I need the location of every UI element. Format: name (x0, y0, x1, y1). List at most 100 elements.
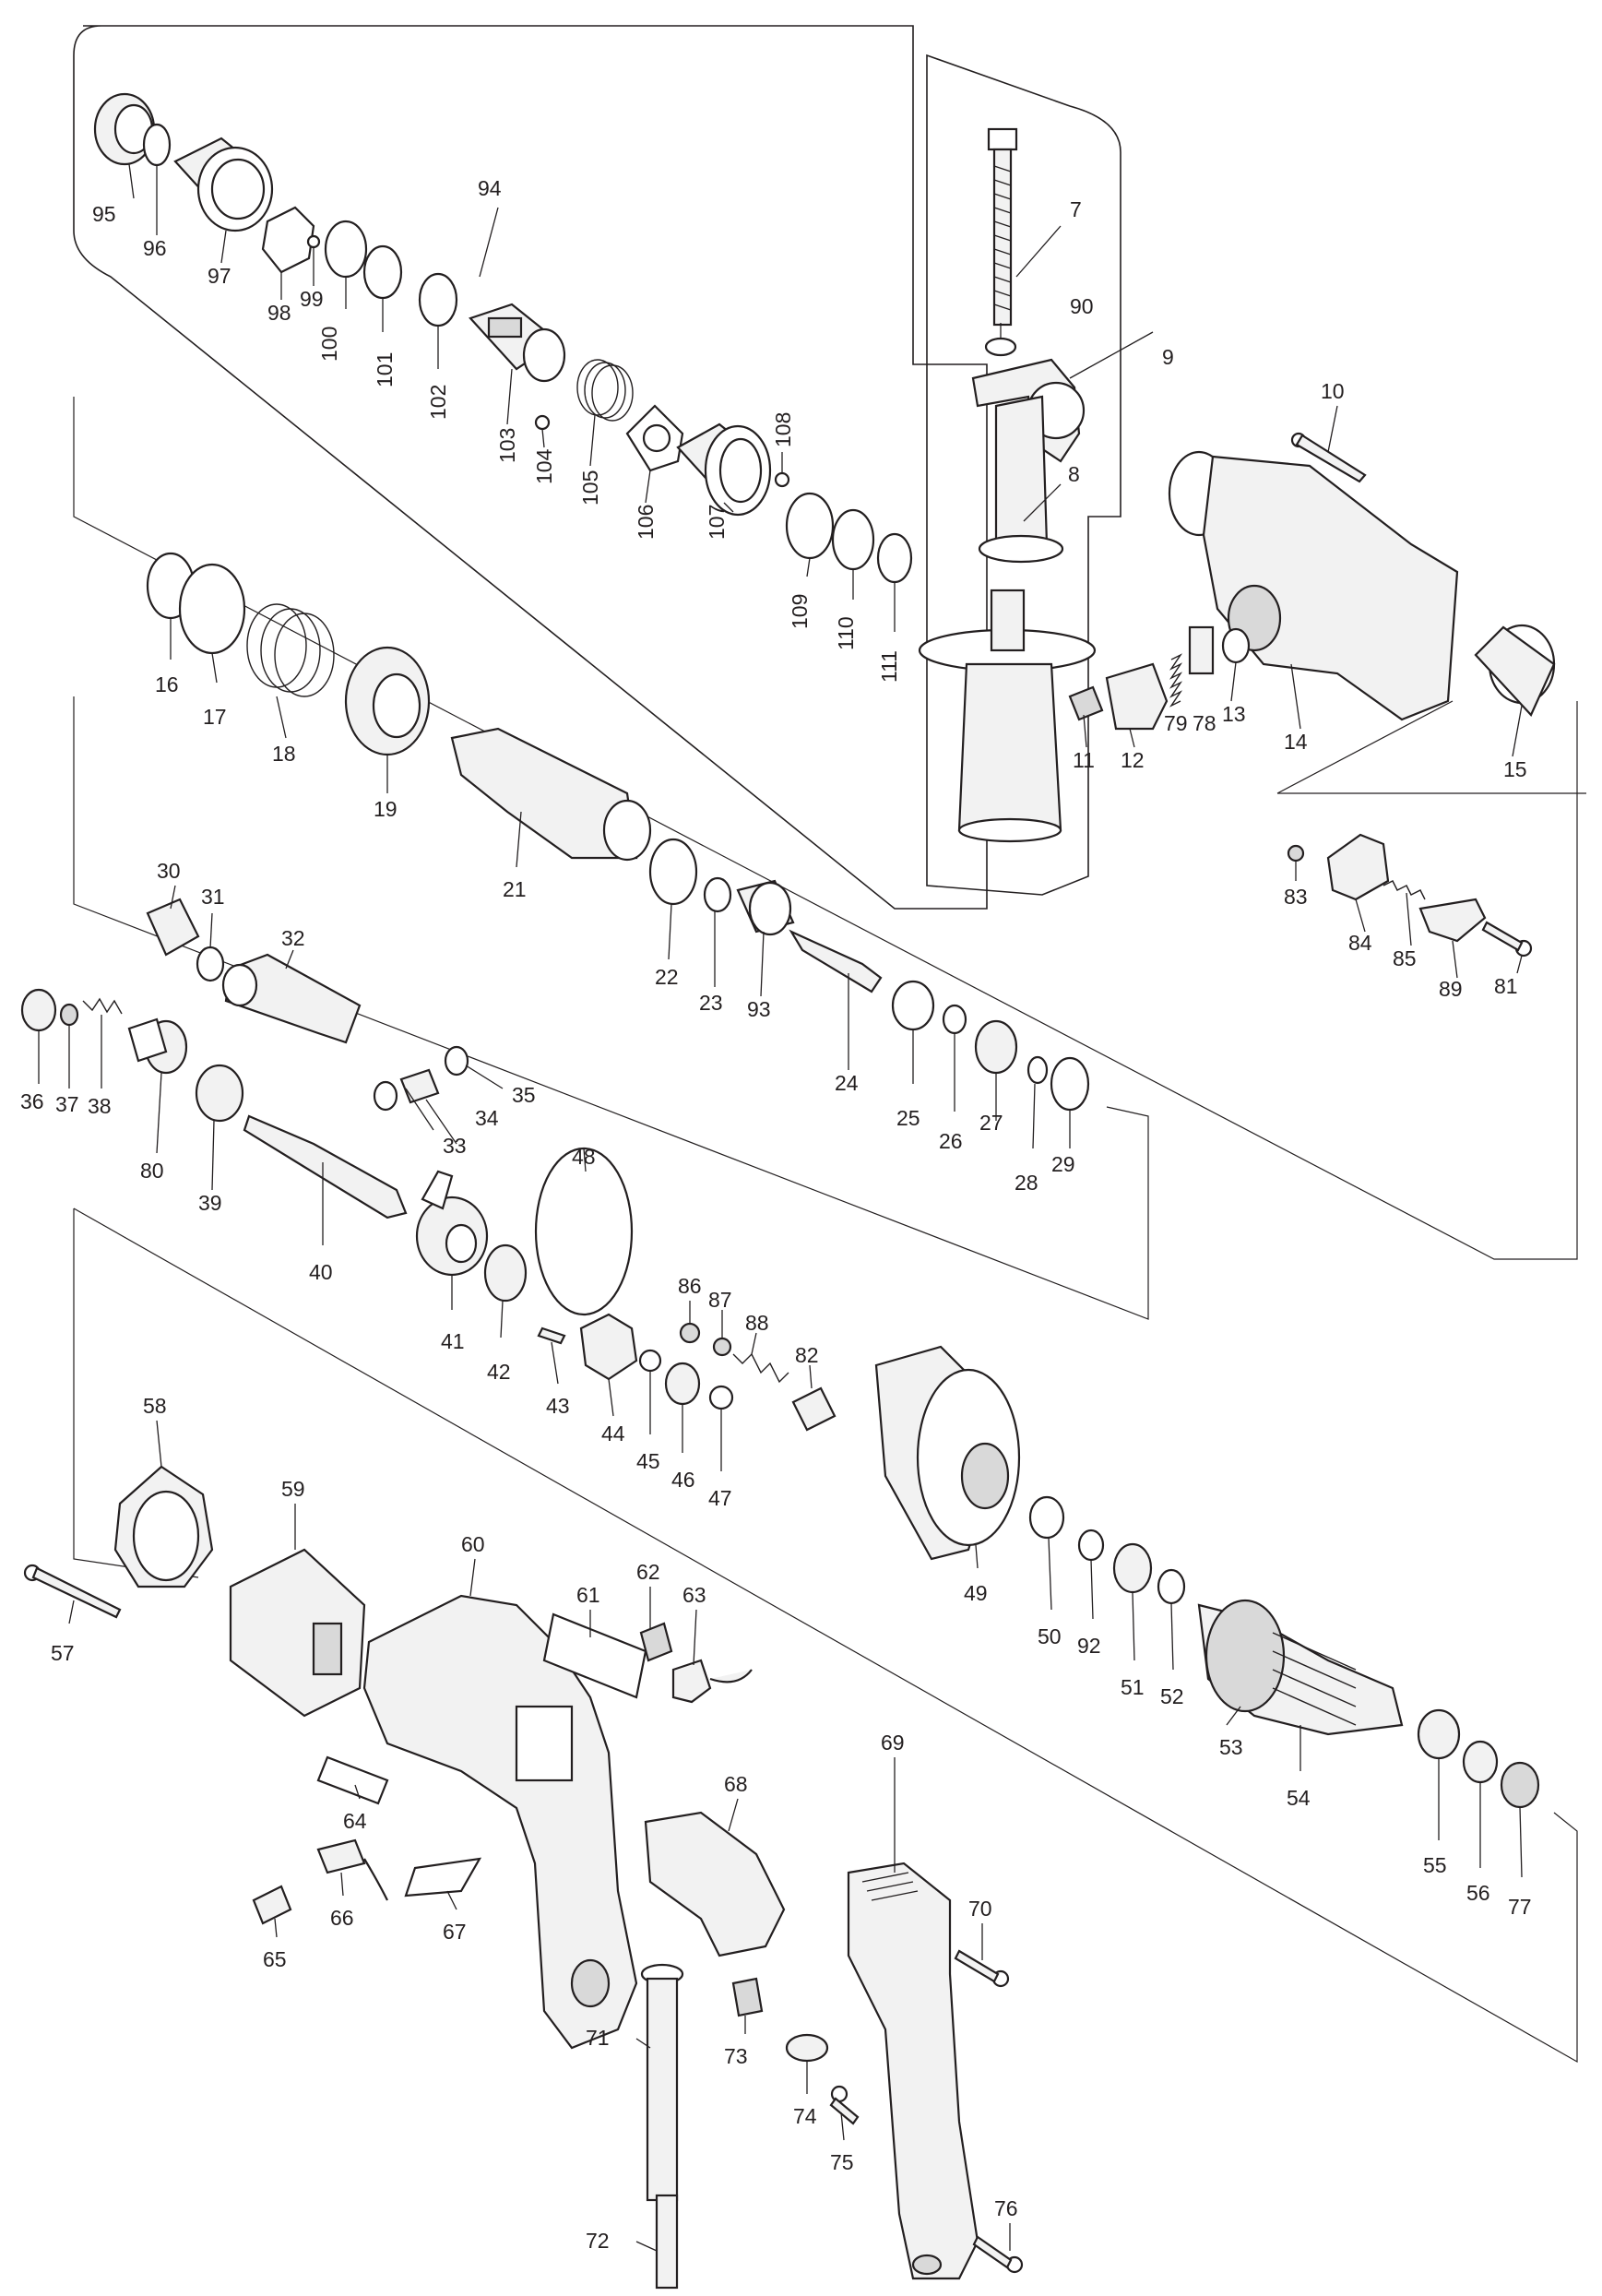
label-92: 92 (1077, 1634, 1101, 1658)
part-46-bearing (664, 1362, 701, 1406)
label-109: 109 (788, 594, 812, 629)
part-74-strain-relief (785, 2033, 829, 2063)
label-22: 22 (655, 965, 679, 989)
part-18-spring (246, 603, 335, 697)
part-8-grip (978, 395, 1064, 564)
label-16: 16 (155, 672, 179, 696)
part-77-ring (1500, 1761, 1540, 1809)
label-81: 81 (1494, 974, 1518, 998)
label-58: 58 (143, 1394, 167, 1418)
label-90: 90 (1070, 294, 1094, 318)
part-15-cap (1474, 624, 1556, 717)
part-31-o-ring (196, 946, 225, 982)
part-65-brush-cap (252, 1885, 292, 1925)
label-39: 39 (198, 1191, 222, 1215)
label-21: 21 (503, 877, 527, 901)
label-11: 11 (1073, 748, 1095, 772)
part-26-o-ring (942, 1004, 967, 1035)
part-number-labels: 7 90 9 8 10 11 12 79 78 13 14 15 83 84 8… (20, 176, 1532, 2253)
part-52-washer (1157, 1568, 1186, 1605)
label-67: 67 (443, 1920, 467, 1944)
part-81-screw (1481, 921, 1533, 958)
part-58-baffle (113, 1465, 214, 1588)
label-50: 50 (1038, 1624, 1062, 1648)
part-14-gear-housing (1168, 450, 1459, 721)
part-71-handle-rod (640, 1963, 684, 2202)
label-41: 41 (441, 1329, 465, 1353)
part-22-o-ring (648, 838, 698, 906)
part-38-spring (82, 997, 123, 1015)
part-40-shaft (243, 1114, 408, 1219)
label-27: 27 (979, 1111, 1003, 1135)
switch-assembly-guide (1276, 700, 1586, 794)
part-51-bearing (1112, 1542, 1153, 1594)
part-102-o-ring (418, 272, 458, 327)
label-32: 32 (281, 926, 305, 950)
label-35: 35 (512, 1083, 536, 1107)
part-28-o-ring (1026, 1055, 1049, 1085)
label-48: 48 (572, 1145, 596, 1169)
label-29: 29 (1051, 1152, 1075, 1176)
part-54-armature (1197, 1599, 1404, 1736)
label-71: 71 (586, 2026, 610, 2050)
part-27-bearing (974, 1019, 1018, 1075)
label-83: 83 (1284, 885, 1308, 909)
label-75: 75 (830, 2150, 854, 2174)
label-47: 47 (708, 1486, 732, 1510)
label-102: 102 (426, 385, 450, 420)
part-21-tool-holder (450, 727, 652, 862)
label-14: 14 (1284, 730, 1308, 754)
part-59-field (229, 1548, 366, 1718)
label-19: 19 (374, 797, 398, 821)
part-106-plate (625, 404, 684, 472)
label-24: 24 (835, 1071, 859, 1095)
part-61-label (542, 1612, 647, 1699)
label-54: 54 (1287, 1786, 1311, 1810)
part-105-spring (576, 359, 634, 422)
part-62-brush-holder (639, 1622, 673, 1662)
part-19-bearing (344, 646, 431, 756)
label-88: 88 (745, 1311, 769, 1335)
chuck-parts-frame (73, 25, 988, 910)
label-73: 73 (724, 2044, 748, 2068)
part-84-lever (1326, 833, 1390, 901)
part-82-lever (791, 1386, 837, 1432)
part-109-ring (785, 492, 835, 560)
label-106: 106 (634, 505, 658, 540)
label-76: 76 (994, 2196, 1018, 2220)
part-100-washer (324, 220, 368, 279)
part-47-washer (708, 1385, 734, 1410)
label-55: 55 (1423, 1853, 1447, 1877)
part-98-plate (261, 206, 315, 274)
label-70: 70 (968, 1897, 992, 1921)
part-56-bearing (1462, 1740, 1499, 1784)
part-85-spring (1382, 880, 1426, 900)
label-42: 42 (487, 1360, 511, 1384)
part-43-screw (537, 1326, 566, 1345)
label-86: 86 (678, 1274, 702, 1298)
part-42-gear (483, 1243, 528, 1303)
part-80-clutch (127, 1017, 188, 1075)
part-25-washer (891, 980, 935, 1031)
label-101: 101 (373, 352, 397, 387)
label-43: 43 (546, 1394, 570, 1418)
part-33-ring (373, 1080, 398, 1112)
label-17: 17 (203, 705, 227, 729)
label-62: 62 (636, 1560, 660, 1584)
label-66: 66 (330, 1906, 354, 1930)
label-79: 79 (1164, 711, 1188, 735)
label-72: 72 (586, 2229, 610, 2253)
part-44-plate (579, 1313, 638, 1381)
label-46: 46 (671, 1468, 695, 1492)
part-107-sleeve (676, 422, 772, 517)
part-57-screw (23, 1564, 122, 1619)
label-37: 37 (55, 1092, 79, 1116)
label-69: 69 (881, 1731, 905, 1755)
label-97: 97 (208, 264, 231, 288)
label-28: 28 (1015, 1171, 1038, 1195)
label-59: 59 (281, 1477, 305, 1501)
side-handle-frame (926, 54, 1121, 896)
label-52: 52 (1160, 1684, 1184, 1708)
part-36-bearing (20, 988, 57, 1032)
